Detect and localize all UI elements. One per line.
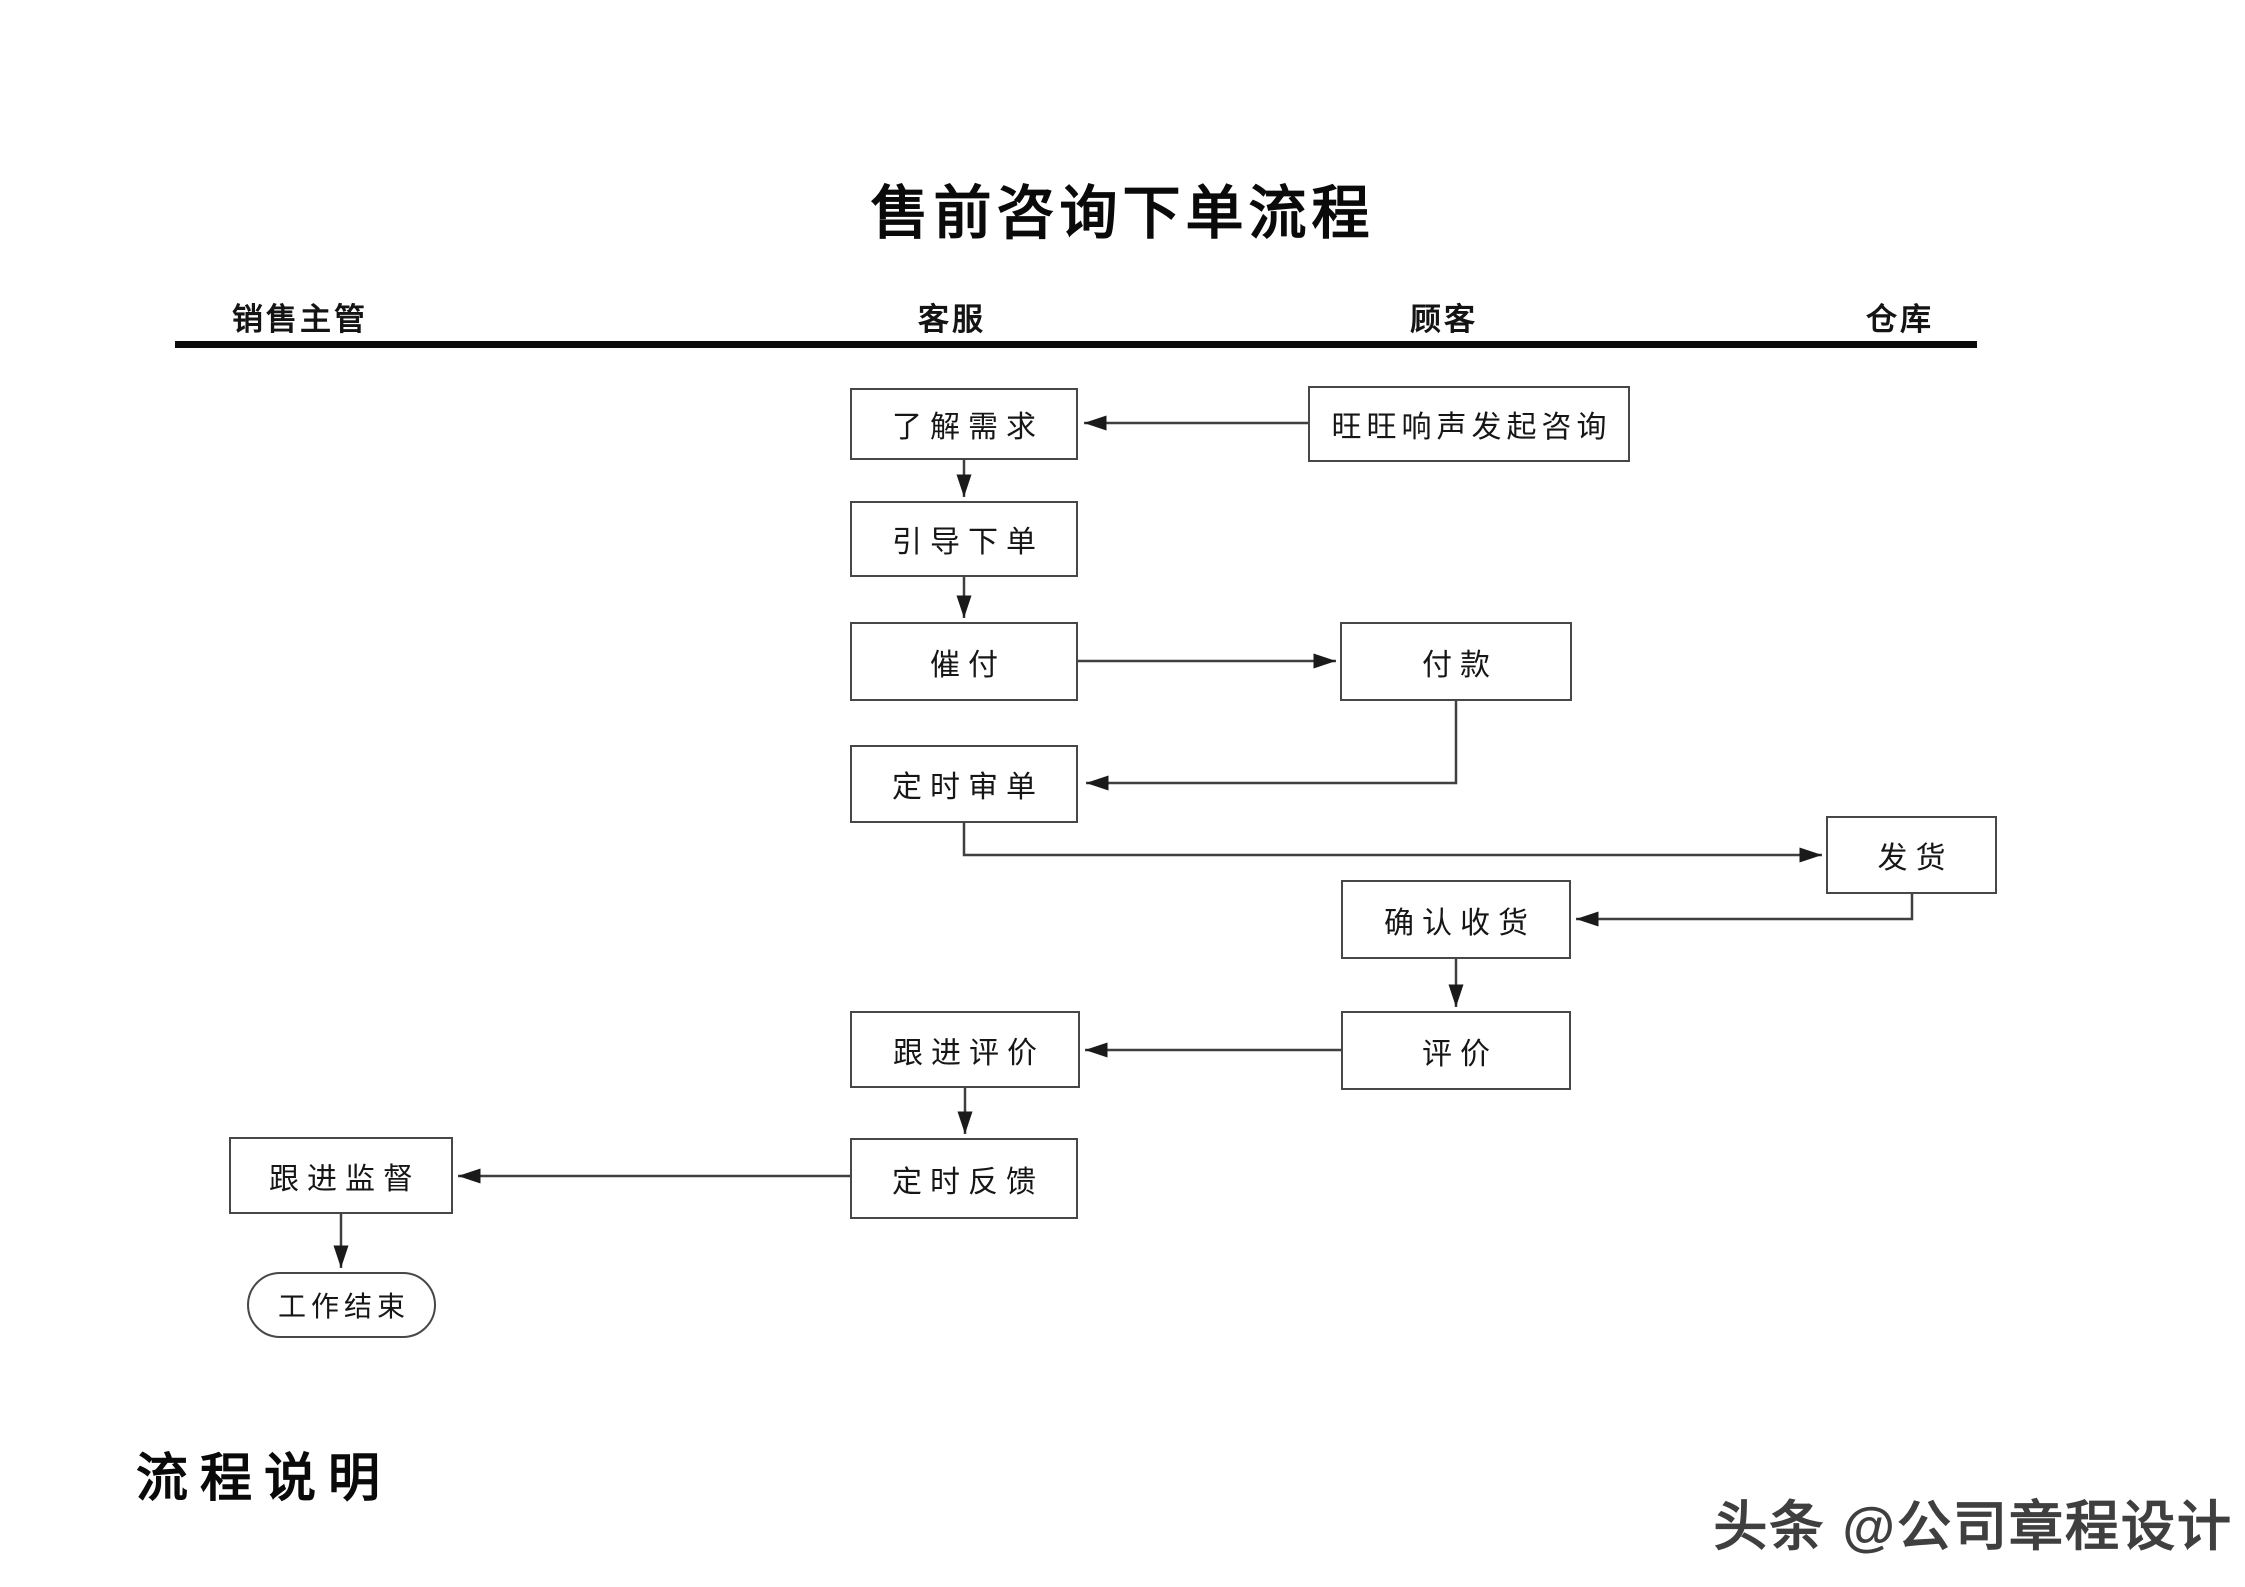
page-title: 售前咨询下单流程 bbox=[870, 181, 1375, 246]
node-follow-up-evaluation: 跟进评价 bbox=[850, 1011, 1080, 1088]
node-ship-goods: 发货 bbox=[1826, 816, 1997, 894]
node-evaluate: 评价 bbox=[1341, 1011, 1571, 1090]
node-wangwang-inquiry: 旺旺响声发起咨询 bbox=[1308, 386, 1630, 462]
lane-label-sales-manager: 销售主管 bbox=[232, 302, 368, 337]
node-confirm-receipt: 确认收货 bbox=[1341, 880, 1571, 959]
edge-ship-to-confirm bbox=[1576, 894, 1914, 927]
edge-review-to-ship bbox=[962, 823, 1822, 863]
section-heading-process-description: 流程说明 bbox=[136, 1451, 393, 1508]
node-work-end-terminator: 工作结束 bbox=[247, 1272, 436, 1338]
node-payment: 付款 bbox=[1340, 622, 1572, 701]
lane-label-warehouse: 仓库 bbox=[1866, 302, 1934, 337]
lane-divider bbox=[175, 341, 1977, 348]
node-scheduled-feedback: 定时反馈 bbox=[850, 1138, 1078, 1219]
node-guide-order: 引导下单 bbox=[850, 501, 1078, 577]
lane-label-customer-service: 客服 bbox=[918, 302, 986, 337]
node-understand-needs: 了解需求 bbox=[850, 388, 1078, 460]
node-follow-up-supervision: 跟进监督 bbox=[229, 1137, 453, 1214]
node-scheduled-order-review: 定时审单 bbox=[850, 745, 1078, 823]
edge-pay-to-review bbox=[1086, 701, 1458, 791]
lane-label-customer: 顾客 bbox=[1410, 302, 1478, 337]
node-urge-payment: 催付 bbox=[850, 622, 1078, 701]
toutiao-watermark: 头条 @公司章程设计 bbox=[1713, 1497, 2233, 1557]
